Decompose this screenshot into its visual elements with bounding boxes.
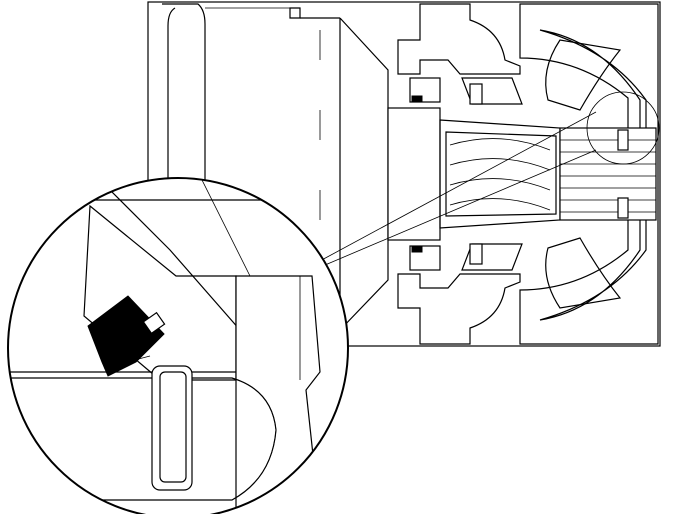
bearing-housing (397, 3, 523, 345)
outer-frame (147, 1, 661, 347)
gear-housing (519, 3, 659, 345)
detail-locator-circle (586, 91, 660, 165)
detail-leader-lines (317, 111, 597, 269)
detail-circle-border (7, 177, 349, 514)
lip-seal (87, 295, 165, 377)
pinion-shaft (387, 107, 657, 241)
detail-view (7, 177, 349, 514)
main-section-view (147, 1, 661, 347)
